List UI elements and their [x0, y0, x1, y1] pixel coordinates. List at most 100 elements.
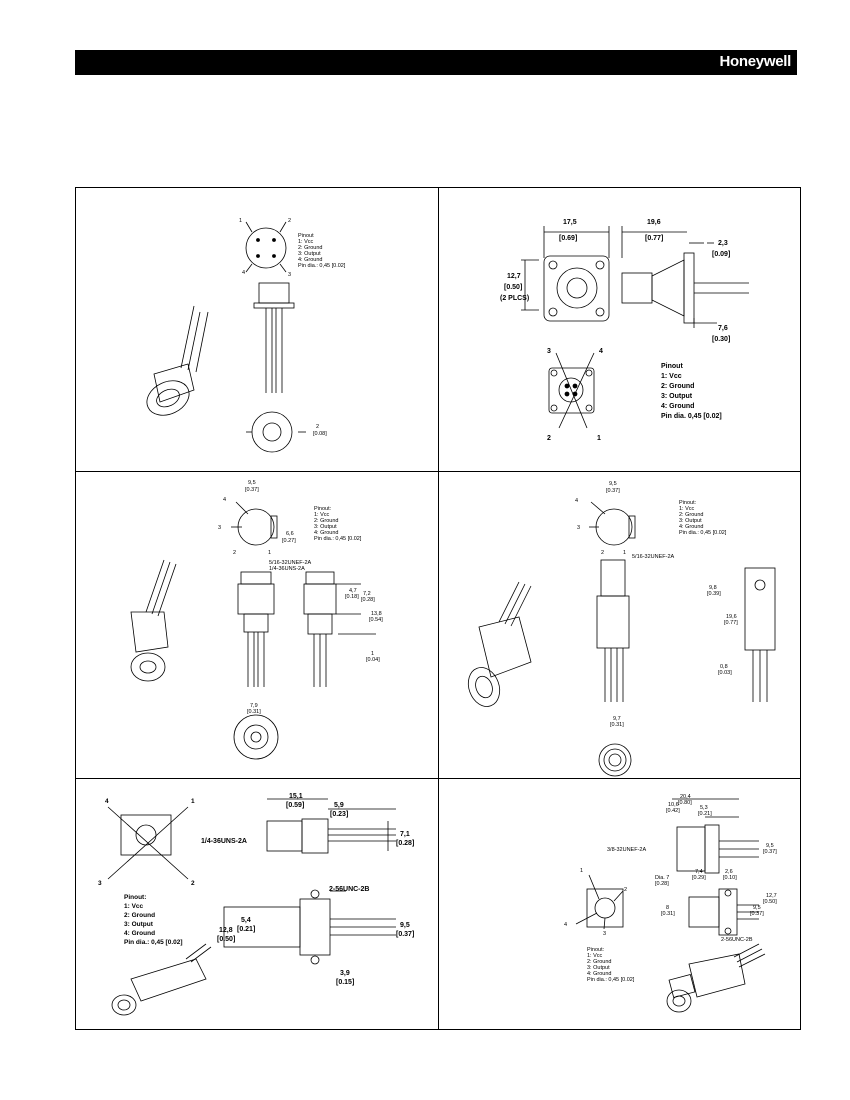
pin-number: 3: [288, 272, 291, 278]
dim-label: 7,2: [363, 591, 371, 597]
dim-label: 19,6: [726, 614, 737, 620]
pinout-line: 2: Ground: [661, 383, 694, 390]
pinout-line: 4: Ground: [298, 257, 322, 263]
dim-label: 19,6: [647, 219, 661, 226]
pinout-line: 1: Vcc: [314, 512, 330, 518]
dim-label: [0.29]: [692, 875, 706, 881]
dim-label: [0.21]: [237, 926, 255, 933]
dim-label: [0.37]: [245, 487, 259, 493]
dim-label: 7,1: [400, 831, 410, 838]
panel-bracket-package-a: 4 1 3 2 15,1 [0.59] 5,9 [0.23] 1/4-36UNS…: [98, 793, 414, 1016]
pinout-line: Pin dia.: 0,45 [0.02]: [314, 536, 362, 542]
pinout-line: 3: Output: [124, 921, 154, 928]
honeywell-logo: Honeywell: [719, 53, 792, 70]
pinout-line: 3: Output: [679, 518, 702, 524]
pinout-line: 3: Output: [314, 524, 337, 530]
dim-label: [0.37]: [396, 931, 414, 938]
dim-label: 9,5: [753, 905, 761, 911]
pin-number: 4: [105, 798, 109, 805]
pinout-line: Pin dia.: 0,45 [0.02]: [587, 977, 635, 983]
dim-label: [0.18]: [345, 594, 359, 600]
dim-label: 10,6: [668, 802, 679, 808]
pinout-line: 1: Vcc: [587, 953, 603, 959]
pin-number: 2: [288, 218, 291, 224]
dim-label: 4,7: [349, 588, 357, 594]
dim-label: 2,6: [725, 869, 733, 875]
pin-number: 4: [242, 270, 245, 276]
dim-label: [0.39]: [707, 591, 721, 597]
pin-number: 3: [603, 931, 606, 937]
dim-label: [0.37]: [763, 849, 777, 855]
pin-number: 1: [597, 435, 601, 442]
dim-label: Dia. 7: [655, 875, 669, 881]
dim-label: 9,5: [248, 480, 256, 486]
dim-label: [0.77]: [645, 235, 663, 242]
dim-label: 9,5: [766, 843, 774, 849]
thread-label: 1/4-36UNS-2A: [201, 838, 247, 845]
pin-number: 1: [623, 550, 626, 556]
dim-label: [0.04]: [366, 657, 380, 663]
dim-label: [0.31]: [610, 722, 624, 728]
pin-number: 4: [599, 348, 603, 355]
dim-label: (2 PLCS): [500, 295, 529, 302]
dim-label: [0.31]: [247, 709, 261, 715]
pinout-line: 4: Ground: [314, 530, 338, 536]
dim-label: [0.28]: [655, 881, 669, 887]
pinout-line: Pinout:: [679, 500, 697, 506]
pinout-line: Pinout: [298, 233, 314, 239]
pin-number: 2: [233, 550, 236, 556]
dim-label: 17,5: [563, 219, 577, 226]
pinout-line: 2: Ground: [587, 959, 611, 965]
pin-number: 2: [601, 550, 604, 556]
panel-flange-package: 17,5 [0.69] 19,6 [0.77] 2,3 [0.09] 12,7 …: [500, 219, 749, 442]
dim-label: 13,8: [371, 611, 382, 617]
pinout-line: 3: Output: [298, 251, 321, 257]
dim-label: [0.50]: [217, 936, 235, 943]
dim-label: 8: [666, 905, 669, 911]
dim-label: [0.37]: [606, 488, 620, 494]
can-isometric: [146, 305, 209, 416]
pinout-line: 2: Ground: [679, 512, 703, 518]
pinout-line: 4: Ground: [679, 524, 703, 530]
dim-label: 2,3: [718, 240, 728, 247]
pin-number: 3: [98, 880, 102, 887]
panel-threaded-package-b: 9,5 [0.37] 4 3 2 1 Pinout: 1: Vcc 2: Gro…: [467, 481, 776, 777]
dim-label: [0.03]: [718, 670, 732, 676]
dim-label: 3,9: [340, 970, 350, 977]
thread-label: 1/4-36UNS-2A: [269, 566, 305, 572]
pin-number: 1: [268, 550, 271, 556]
pinout-line: Pinout: [661, 363, 683, 370]
panel-to-can-package: 1 2 3 4 Pinout 1: Vcc 2: Ground 3: Outpu…: [146, 218, 346, 453]
pin-number: 2: [624, 887, 627, 893]
dim-label: [0.23]: [330, 811, 348, 818]
dim-label: 15,1: [289, 793, 303, 800]
pinout-line: 1: Vcc: [124, 903, 144, 910]
dim-label: 1: [371, 651, 374, 657]
dim-label: [0.30]: [712, 336, 730, 343]
pin-number: 1: [580, 868, 583, 874]
pin-number: 1: [239, 218, 242, 224]
pinout-line: Pin dia.: 0,45 [0.02]: [298, 263, 346, 269]
pin-number: 4: [564, 922, 567, 928]
dim-label: 20,4: [680, 794, 691, 800]
grid-divider-vertical: [438, 188, 439, 1029]
dim-label: [0.69]: [559, 235, 577, 242]
dim-label: 5,9: [334, 802, 344, 809]
thread-label: 3/8-32UNEF-2A: [607, 847, 646, 853]
screw-label: 2-56UNC-2B: [329, 886, 369, 893]
dim-label: [0.28]: [396, 840, 414, 847]
dim-label: 9,5: [400, 922, 410, 929]
dim-label: [0.42]: [666, 808, 680, 814]
pin-number: 1: [191, 798, 195, 805]
pin-number: 2: [191, 880, 195, 887]
pinout-line: 2: Ground: [298, 245, 322, 251]
dim-label: [0.50]: [763, 899, 777, 905]
dim-label: 9,8: [709, 585, 717, 591]
dim-label: 9,7: [613, 716, 621, 722]
dim-label: [0.27]: [282, 538, 296, 544]
dim-label: [0.37]: [750, 911, 764, 917]
panel-threaded-package-a: 9,5 [0.37] 6,6 [0.27] 4 3 2 1 Pinout: 1:…: [130, 480, 383, 760]
pinout-line: 4: Ground: [661, 403, 694, 410]
pinout-line: 2: Ground: [124, 912, 155, 919]
dim-label: 6,6: [286, 531, 294, 537]
